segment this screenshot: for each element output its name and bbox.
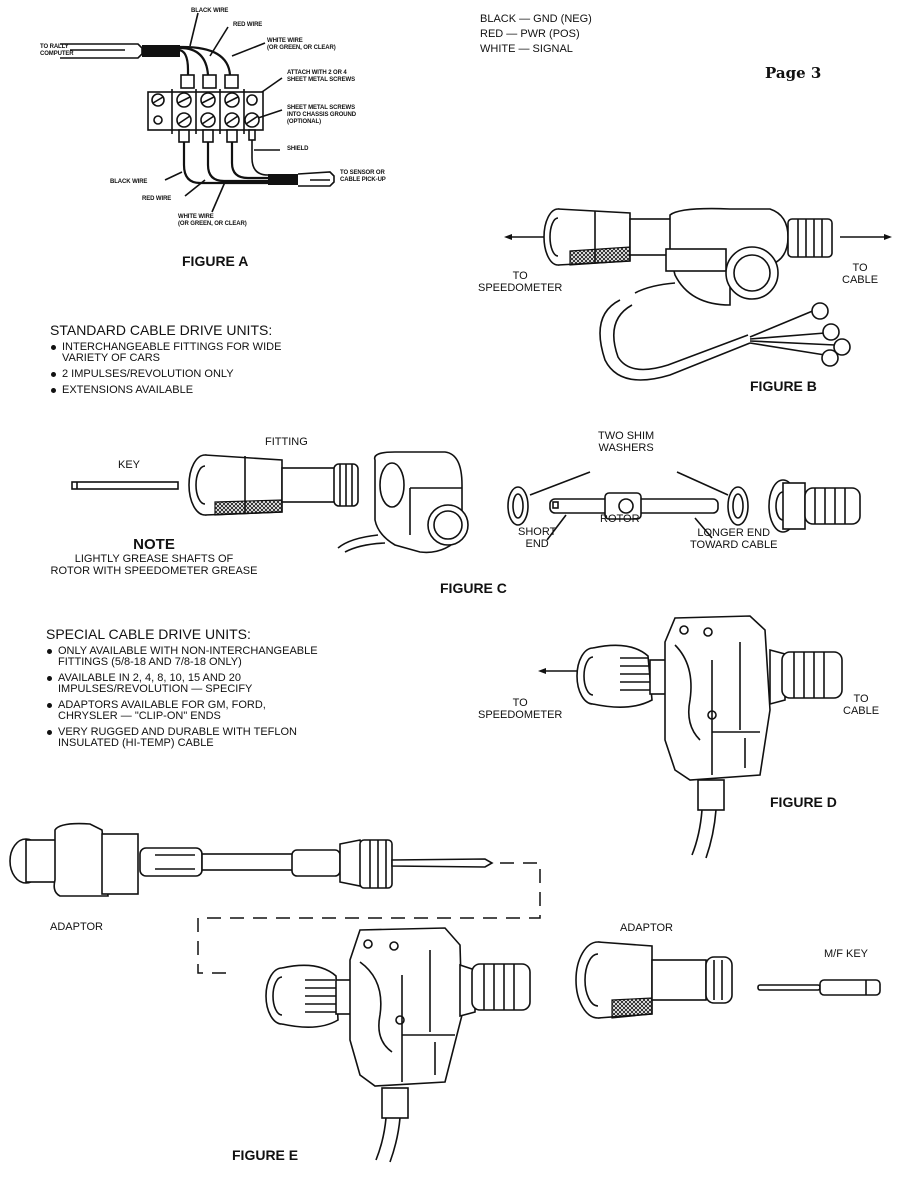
label-sheet-metal-screws: SHEET METAL SCREWS INTO CHASSIS GROUND (… [287,105,356,126]
bullet-line: VERY RUGGED AND DURABLE WITH TEFLON [58,726,297,738]
list-item: EXTENSIONS AVAILABLE [50,385,281,396]
bullet-line: EXTENSIONS AVAILABLE [62,384,194,396]
figure-e-right-adaptor-shape [575,941,733,1019]
note-title: NOTE [133,536,175,553]
label-red-wire-top: RED WIRE [233,22,263,28]
label-line: TO [853,693,869,705]
label-to-sensor: TO SENSOR OR CABLE PICK-UP [340,170,386,184]
label-white-wire-top: WHITE WIRE (OR GREEN, OR CLEAR) [267,38,336,52]
figure-e-adaptor-right-label: ADAPTOR [620,922,673,934]
figure-d-to-speedometer: TO SPEEDOMETER [478,697,562,721]
label-line: TO SENSOR OR [340,170,385,176]
special-drive-unit-shape [538,615,843,859]
figure-b-to-speedometer: TO SPEEDOMETER [478,270,562,294]
label-to-rally-computer: TO RALLY COMPUTER [40,44,74,58]
label-line: SHORT [518,526,557,538]
label-line: (OPTIONAL) [287,119,321,125]
label-line: CABLE PICK-UP [340,177,386,183]
label-line: CABLE [842,274,879,286]
figure-e-adaptor-assembly [9,822,881,1163]
label-line: TO [512,270,528,282]
legend-black: BLACK — GND (NEG) [480,13,592,25]
figure-e-mf-key-shape [757,979,881,996]
bullet-line: ONLY AVAILABLE WITH NON-INTERCHANGEABLE [58,645,318,657]
list-item: ADAPTORS AVAILABLE FOR GM, FORD,CHRYSLER… [46,700,318,722]
label-line: (OR GREEN, OR CLEAR) [178,221,247,227]
label-line: SHEET METAL SCREWS [287,77,355,83]
figure-a-caption: FIGURE A [182,253,249,269]
legend-white: WHITE — SIGNAL [480,43,573,55]
figure-b-to-cable: TO CABLE [842,262,878,286]
bullet-line: FITTINGS (5/8-18 AND 7/8-18 ONLY) [58,656,242,668]
bullet-line: 2 IMPULSES/REVOLUTION ONLY [62,368,234,380]
label-white-wire-bottom: WHITE WIRE (OR GREEN, OR CLEAR) [178,214,247,228]
figure-e-caption: FIGURE E [232,1147,299,1163]
figure-b-caption: FIGURE B [750,378,817,394]
figure-d-special-drive-unit [538,615,843,859]
label-black-wire-bottom: BLACK WIRE [110,179,148,185]
label-line: COMPUTER [40,51,74,57]
figure-e-mf-key-label: M/F KEY [824,948,869,960]
standard-units-section: STANDARD CABLE DRIVE UNITS: INTERCHANGEA… [50,322,281,401]
label-line: TO [852,262,868,274]
bullet-line: VARIETY OF CARS [62,352,161,364]
figure-a-wiring-diagram [60,12,335,213]
figure-c-short-end-label: SHORT END [518,526,556,550]
figure-e-adaptor-left-label: ADAPTOR [50,921,103,933]
figure-d-caption: FIGURE D [770,794,837,810]
bullet-line: AVAILABLE IN 2, 4, 8, 10, 15 AND 20 [58,672,242,684]
list-item: 2 IMPULSES/REVOLUTION ONLY [50,369,281,380]
label-line: TOWARD CABLE [690,539,778,551]
label-red-wire-bottom: RED WIRE [142,196,172,202]
figure-c-fitting-label: FITTING [265,436,308,448]
label-line: WHITE WIRE [178,214,214,220]
bullet-line: INSULATED (HI-TEMP) CABLE [58,737,214,749]
label-attach-screws: ATTACH WITH 2 OR 4 SHEET METAL SCREWS [287,70,355,84]
special-units-section: SPECIAL CABLE DRIVE UNITS: ONLY AVAILABL… [46,626,318,754]
label-line: (OR GREEN, OR CLEAR) [267,45,336,51]
label-line: SHEET METAL SCREWS [287,105,355,111]
label-line: END [525,538,549,550]
figure-b-cable-drive-unit [504,207,892,381]
figure-c-shim-washers-label: TWO SHIM WASHERS [598,430,654,454]
figure-e-drive-unit-shape [265,927,531,1163]
label-line: TWO SHIM [598,430,655,442]
label-line: TO [512,697,528,709]
page-number: Page 3 [765,64,822,82]
label-line: TO RALLY [40,44,69,50]
label-line: SPEEDOMETER [478,282,563,294]
figure-c-rotor-label: ROTOR [600,513,640,525]
label-line: SPEEDOMETER [478,709,563,721]
label-line: WASHERS [598,442,654,454]
bullet-line: CHRYSLER — "CLIP-ON" ENDS [58,710,221,722]
bullet-line: INTERCHANGEABLE FITTINGS FOR WIDE [62,341,282,353]
label-line: INTO CHASSIS GROUND [287,112,356,118]
legend-red: RED — PWR (POS) [480,28,580,40]
figure-c-longer-end-label: LONGER END TOWARD CABLE [690,527,777,551]
label-line: WHITE WIRE [267,38,303,44]
figure-c-exploded-view [71,451,861,554]
figure-c-caption: FIGURE C [440,580,507,596]
bullet-line: ADAPTORS AVAILABLE FOR GM, FORD, [58,699,266,711]
label-shield: SHIELD [287,146,309,152]
note-line: ROTOR WITH SPEEDOMETER GREASE [50,565,258,577]
special-units-heading: SPECIAL CABLE DRIVE UNITS: [46,626,251,642]
standard-units-heading: STANDARD CABLE DRIVE UNITS: [50,322,273,338]
bullet-line: IMPULSES/REVOLUTION — SPECIFY [58,683,253,695]
label-black-wire-top: BLACK WIRE [191,8,229,14]
figure-d-to-cable: TO CABLE [843,693,879,717]
label-line: ATTACH WITH 2 OR 4 [287,70,347,76]
note-line: LIGHTLY GREASE SHAFTS OF [74,553,234,565]
wire-color-legend: BLACK — GND (NEG) RED — PWR (POS) WHITE … [480,12,592,57]
figure-c-key-label: KEY [118,459,141,471]
figure-c-note: NOTE LIGHTLY GREASE SHAFTS OF ROTOR WITH… [44,536,264,578]
label-line: CABLE [843,705,880,717]
label-line: LONGER END [697,527,771,539]
